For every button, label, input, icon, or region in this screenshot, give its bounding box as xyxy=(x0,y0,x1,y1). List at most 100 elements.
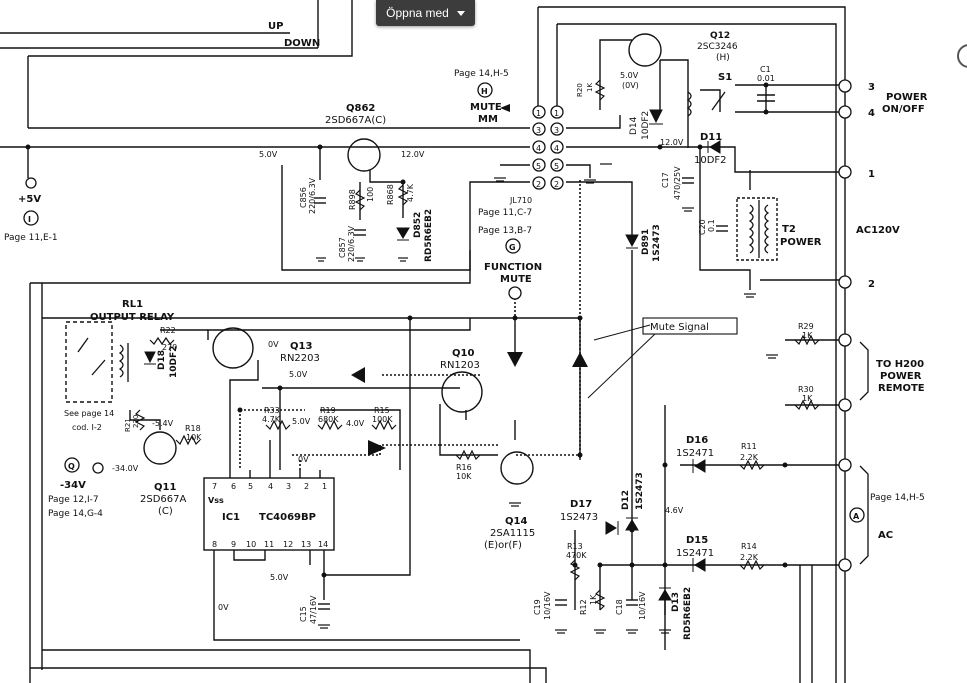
d13-label: D13 xyxy=(671,592,681,612)
ac120v-label: AC120V xyxy=(856,225,900,236)
mm-label: MM xyxy=(478,114,498,125)
term-right-4: 4 xyxy=(554,144,559,153)
q12-label: Q12 xyxy=(710,31,730,41)
r18-label: R18 xyxy=(185,424,201,433)
v-5-0v-b: 5.0V xyxy=(259,150,278,159)
r868-label: R868 xyxy=(386,184,395,205)
q14-label: Q14 xyxy=(505,516,527,527)
c857-label: C857 xyxy=(338,237,347,258)
c15-label: C15 xyxy=(299,606,308,622)
q10-label: Q10 xyxy=(452,348,474,359)
c1-label: C1 xyxy=(760,65,771,74)
r14-value: 2.2K xyxy=(740,553,759,562)
ic1-pin12: 12 xyxy=(283,540,293,549)
r14-label: R14 xyxy=(741,542,757,551)
ic1-pin13: 13 xyxy=(301,540,311,549)
d15-label: D15 xyxy=(686,535,708,546)
open-with-button[interactable]: Öppna med xyxy=(376,0,475,26)
page11-c7-ref: Page 11,C-7 xyxy=(478,208,532,218)
d11-label: D11 xyxy=(700,132,722,143)
plus-5v-label: +5V xyxy=(18,194,41,205)
r16-value: 10K xyxy=(456,472,472,481)
open-with-label: Öppna med xyxy=(386,6,449,20)
chevron-down-icon xyxy=(456,10,465,16)
c20-value: 0.1 xyxy=(707,219,716,232)
ic1-part: TC4069BP xyxy=(259,512,316,523)
r20-value: 1K xyxy=(586,83,594,92)
cod-i2-ref: cod. I-2 xyxy=(72,423,102,432)
v-0v-paren: (0V) xyxy=(622,81,639,90)
minus-34v-label: -34V xyxy=(60,480,86,491)
v-5-0v-d: 5.0V xyxy=(292,417,311,426)
c17-value: 470/25V xyxy=(673,166,682,200)
t2-label: T2 xyxy=(782,224,796,235)
r21-value: 270 xyxy=(132,415,140,428)
q-marker: Q xyxy=(68,462,75,471)
d14-part: 10DF2 xyxy=(641,111,651,140)
d16-label: D16 xyxy=(686,435,708,446)
ic1-pin11: 11 xyxy=(264,540,274,549)
v-5-0v-e: 5.0V xyxy=(270,573,289,582)
pin-3-label: 3 xyxy=(868,82,875,93)
q11-label: Q11 xyxy=(154,482,176,493)
to-h200-line2: POWER xyxy=(880,371,922,382)
ic1-pin9: 9 xyxy=(231,540,236,549)
ic1-pin8: 8 xyxy=(212,540,217,549)
r16-label: R16 xyxy=(456,463,472,472)
output-relay-label: OUTPUT RELAY xyxy=(90,312,175,323)
d17-part: 1S2473 xyxy=(560,512,598,523)
ic1-pin4: 4 xyxy=(268,482,273,491)
d12-part: 1S2473 xyxy=(635,472,645,510)
c18-label: C18 xyxy=(615,599,624,615)
d852-part: RD5R6EB2 xyxy=(424,209,434,262)
r19-value: 680K xyxy=(318,415,339,424)
d12-label: D12 xyxy=(621,490,631,510)
ic1-pin10: 10 xyxy=(246,540,256,549)
q10-part: RN1203 xyxy=(440,360,480,371)
r11-value: 2.2K xyxy=(740,453,759,462)
g-marker: G xyxy=(509,243,516,252)
mute-signal-box xyxy=(642,317,738,335)
pin-2-label: 2 xyxy=(868,279,875,290)
i-marker: I xyxy=(28,215,31,224)
ic1-vss-label: Vss xyxy=(208,496,224,505)
v-5-0v-c: 5.0V xyxy=(289,370,308,379)
d852-label: D852 xyxy=(413,212,423,238)
term-left-4: 4 xyxy=(536,144,541,153)
q11-part: 2SD667A xyxy=(140,494,186,505)
t2-name: POWER xyxy=(780,237,822,248)
label-up: UP xyxy=(268,21,283,32)
ic1-pin14: 14 xyxy=(318,540,328,549)
h-marker: H xyxy=(481,87,488,96)
to-h200-line1: TO H200 xyxy=(876,359,924,370)
page14-h5-ref-b: Page 14,H-5 xyxy=(870,493,925,503)
pin-1-label: 1 xyxy=(868,169,875,180)
r19-label: R19 xyxy=(320,406,336,415)
function-mute-line1: FUNCTION xyxy=(484,262,542,273)
q12-part: 2SC3246 xyxy=(697,42,738,52)
r33-value: 4.7K xyxy=(262,415,281,424)
term-left-5: 5 xyxy=(536,162,541,171)
c19-value: 10/16V xyxy=(543,591,552,620)
v-4-6v: 4.6V xyxy=(665,506,684,515)
ic1-pin5: 5 xyxy=(248,482,253,491)
function-mute-line2: MUTE xyxy=(500,274,532,285)
d14-label: D14 xyxy=(629,116,639,135)
d16-part: 1S2471 xyxy=(676,448,714,459)
c1-value: 0.01 xyxy=(757,74,775,83)
c18-value: 10/16V xyxy=(638,591,647,620)
term-right-5: 5 xyxy=(554,162,559,171)
q14-rank: (E)or(F) xyxy=(484,540,522,551)
power-onoff-line1: POWER xyxy=(886,92,928,103)
r898-value: 100 xyxy=(366,187,375,202)
ic1-pin2: 2 xyxy=(304,482,309,491)
c15-value: 47/16V xyxy=(309,595,318,624)
r29-label: R29 xyxy=(798,322,814,331)
r21-label: R21 xyxy=(124,418,132,432)
page13-b7-ref: Page 13,B-7 xyxy=(478,226,532,236)
rl1-label: RL1 xyxy=(122,299,143,310)
ic1-label: IC1 xyxy=(222,512,240,523)
term-left-3: 3 xyxy=(536,126,541,135)
mute-label: MUTE xyxy=(470,102,502,113)
